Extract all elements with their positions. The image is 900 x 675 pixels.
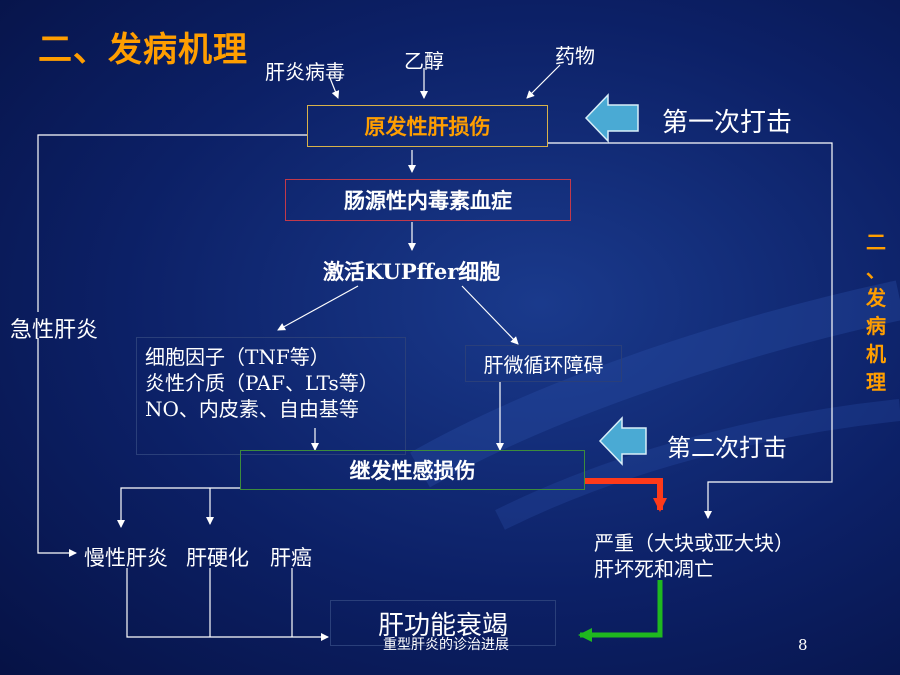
box-mediators: 细胞因子（TNF等） 炎性介质（PAF、LTs等） NO、内皮素、自由基等 (136, 337, 406, 455)
arrow-virus (329, 77, 340, 99)
side-char: 二 (866, 230, 886, 254)
side-char: 病 (866, 314, 886, 338)
label-second-hit: 第二次打击 (667, 434, 787, 462)
page-title: 二、发病机理 (38, 30, 248, 70)
decor-swoosh-2 (495, 399, 900, 530)
label-cirrhosis: 肝硬化 (186, 546, 249, 570)
line-primary-left (37, 134, 308, 312)
label-liver-cancer: 肝癌 (270, 546, 312, 570)
box-secondary-injury: 继发性感损伤 (240, 450, 585, 490)
decor-swoosh (410, 280, 900, 488)
label-first-hit: 第一次打击 (662, 108, 793, 138)
footer-text: 重型肝炎的诊治进展 (383, 637, 509, 653)
second-hit-arrow-icon (598, 416, 647, 466)
arrow-kupffer-mediators (277, 285, 359, 331)
necrosis-line-2: 肝坏死和凋亡 (594, 557, 714, 581)
arrow-kupffer-microcirc (461, 285, 519, 345)
arrow-drug (526, 64, 561, 99)
line-chronic-failure (126, 568, 329, 641)
label-acute-hepatitis: 急性肝炎 (10, 318, 99, 343)
page-number: 8 (798, 636, 808, 654)
line-primary-right (548, 142, 833, 519)
side-title: 二 、 发 病 机 理 (864, 228, 888, 396)
line-acute-chronic (37, 338, 77, 557)
mediator-no: NO、内皮素、自由基等 (145, 397, 359, 421)
box-microcirculation: 肝微循环障碍 (465, 345, 622, 382)
cause-virus: 肝炎病毒 (265, 60, 345, 84)
cause-alcohol: 乙醇 (404, 49, 444, 73)
cause-drug: 药物 (555, 44, 595, 68)
mediator-inflammatory: 炎性介质（PAF、LTs等） (145, 371, 379, 395)
side-char: 、 (866, 258, 886, 282)
box-primary-injury: 原发性肝损伤 (307, 105, 548, 147)
side-char: 机 (866, 342, 886, 366)
first-hit-arrow-icon (584, 93, 639, 143)
box-endotoxemia: 肠源性内毒素血症 (285, 179, 571, 221)
red-arrow-secondary-necrosis (585, 478, 667, 512)
label-kupffer: 激活KUPffer细胞 (323, 259, 501, 284)
side-char: 理 (866, 370, 886, 394)
box-liver-failure: 肝功能衰竭 (330, 600, 556, 646)
mediator-cytokines: 细胞因子（TNF等） (145, 345, 330, 369)
green-arrow-necrosis-failure (578, 580, 663, 642)
line-secondary-branch (117, 487, 240, 528)
label-necrosis: 严重（大块或亚大块） 肝坏死和凋亡 (594, 530, 794, 582)
label-chronic-hepatitis: 慢性肝炎 (84, 546, 168, 570)
side-char: 发 (866, 286, 886, 310)
necrosis-line-1: 严重（大块或亚大块） (594, 531, 794, 555)
label-microcirculation: 肝微循环障碍 (483, 353, 604, 377)
